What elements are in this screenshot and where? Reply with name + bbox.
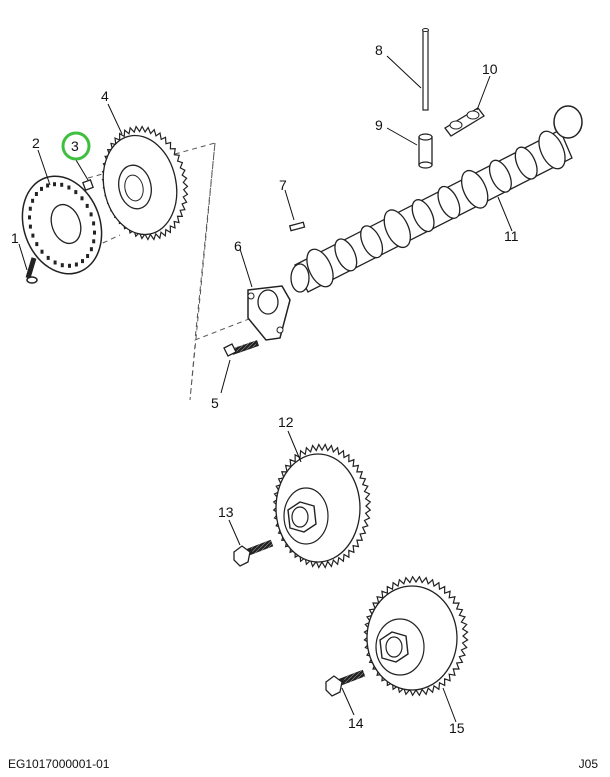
camshaft-lobe [437,185,461,219]
tone-wheel-slot [81,259,84,264]
part-10-lifter-guide[interactable] [444,107,485,137]
camshaft-lobe [360,225,384,259]
part-9-valve-lifter[interactable] [418,133,433,169]
tone-wheel-slot [53,260,57,265]
part-7-key[interactable] [288,221,306,232]
tone-wheel-slot [85,203,89,208]
tone-wheel-slot [28,224,32,229]
part-14-bolt[interactable] [325,669,366,697]
callout-10[interactable]: 10 [482,61,498,77]
callout-2[interactable]: 2 [32,135,40,151]
callout-9[interactable]: 9 [375,117,383,133]
callout-11[interactable]: 11 [504,228,519,244]
part-15-idler-gear[interactable] [363,575,469,697]
callout-4[interactable]: 4 [101,88,109,104]
tone-wheel-slot [74,262,78,267]
camshaft-lobe [488,159,512,193]
camshaft-journal [538,130,566,170]
part-4-camshaft-gear[interactable] [94,125,189,242]
tone-wheel-slot [31,233,35,238]
camshaft-lobe [334,238,358,272]
tone-wheel-slot [35,242,39,247]
camshaft-journal [306,248,334,288]
diagram-id-label: EG1017000001-01 [8,757,110,771]
part-5-bolt[interactable] [223,340,259,357]
callout-14[interactable]: 14 [348,715,364,731]
page-code-label: J05 [578,757,598,771]
tone-wheel-slot [80,196,84,201]
callout-5[interactable]: 5 [211,395,219,411]
camshaft-lobe [411,199,435,233]
part-8-push-rod[interactable] [422,28,429,111]
part-3-dowel-pin[interactable] [82,179,94,191]
tone-wheel-slot [92,239,96,244]
tone-wheel-slot [92,221,96,226]
tone-wheel-slot [67,185,71,190]
leader-lines [18,55,513,723]
tone-wheel-slot [74,190,78,195]
tone-wheel-slot [53,182,56,187]
callout-6[interactable]: 6 [234,238,242,254]
callout-13[interactable]: 13 [218,504,234,520]
callout-12[interactable]: 12 [278,414,294,430]
tone-wheel-slot [34,192,38,196]
part-6-thrust-plate[interactable] [247,285,291,341]
tone-wheel-slot [31,198,35,203]
tone-wheel-slot [40,186,43,191]
camshaft-journal [383,209,412,249]
tone-wheel-slot [89,247,93,252]
part-1-bolt[interactable] [25,257,38,284]
part-12-idler-gear[interactable] [272,443,372,569]
tone-wheel-slot [86,254,90,258]
camshaft-journal [460,169,489,209]
tone-wheel-slot [60,263,64,268]
tone-wheel-slot [93,230,96,235]
callout-1[interactable]: 1 [11,230,19,246]
callout-8[interactable]: 8 [375,42,383,58]
tone-wheel-slot [46,183,50,188]
callout-3-highlight-ring [61,131,91,161]
callouts: 1 2 3 4 5 6 7 8 9 10 11 12 13 14 15 [11,42,519,736]
callout-15[interactable]: 15 [449,720,465,736]
tone-wheel-slot [68,263,71,268]
tone-wheel-slot [28,215,31,220]
tone-wheel-slot [46,255,50,260]
callout-3[interactable]: 3 [71,138,79,154]
tone-wheel-slot [40,249,44,254]
part-11-camshaft[interactable] [290,105,583,293]
part-13-bolt[interactable] [233,539,274,567]
tone-wheel-slot [60,182,64,187]
callout-7[interactable]: 7 [279,177,287,193]
camshaft-lobe [514,146,538,180]
tone-wheel-slot [89,212,93,217]
tone-wheel-slot [28,206,32,211]
part-2-tone-wheel[interactable] [9,165,115,285]
